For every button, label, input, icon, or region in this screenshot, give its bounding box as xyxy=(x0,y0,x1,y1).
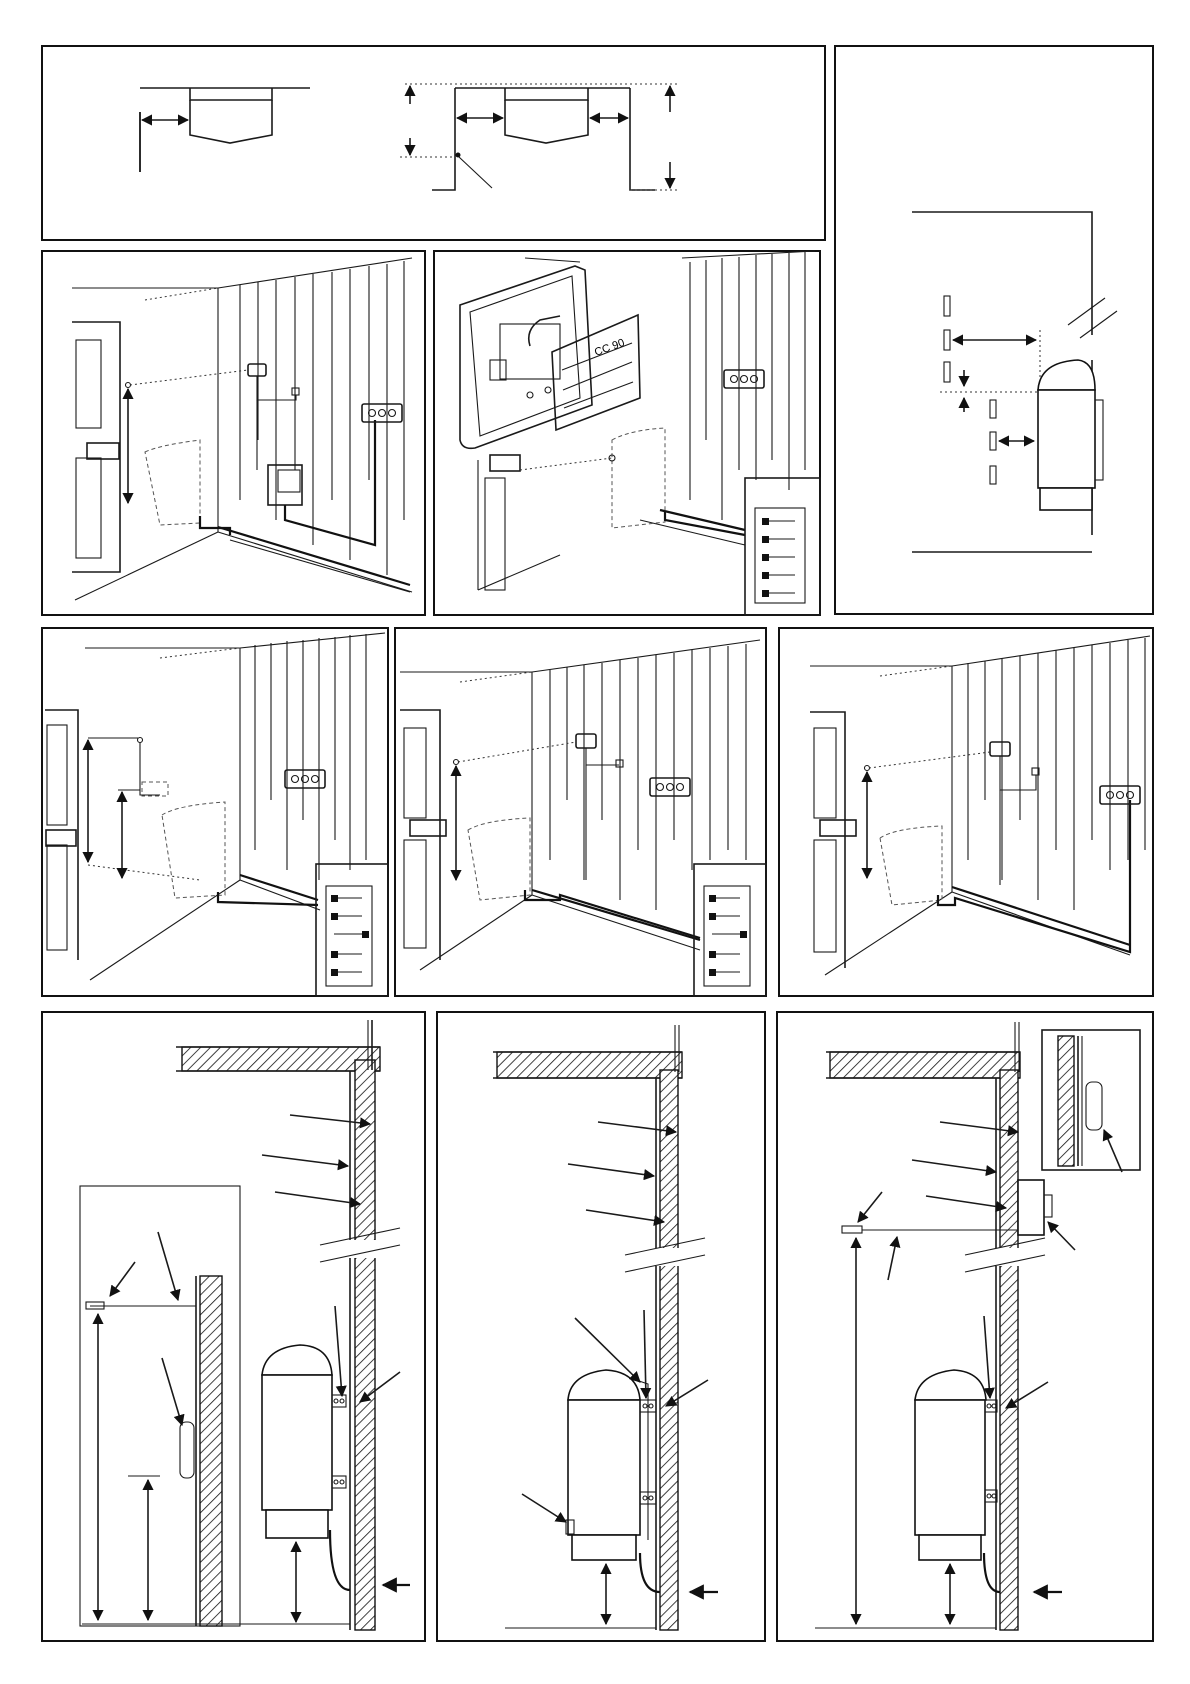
panel-room-view-2 xyxy=(42,628,388,996)
panel-wall-section-1 xyxy=(42,1012,425,1641)
panel-wall-section-3 xyxy=(777,1012,1153,1641)
panel-clearances-plan xyxy=(42,46,825,240)
panel-wall-section-2 xyxy=(437,1012,765,1641)
panel-sensor-side-view xyxy=(835,46,1153,614)
panel-room-view-1 xyxy=(42,251,425,615)
panel-room-view-3 xyxy=(395,628,766,996)
panel-control-unit-open: CC 90 xyxy=(434,251,820,615)
panel-room-view-4 xyxy=(779,628,1153,996)
display-readout: CC 90 xyxy=(593,337,626,359)
